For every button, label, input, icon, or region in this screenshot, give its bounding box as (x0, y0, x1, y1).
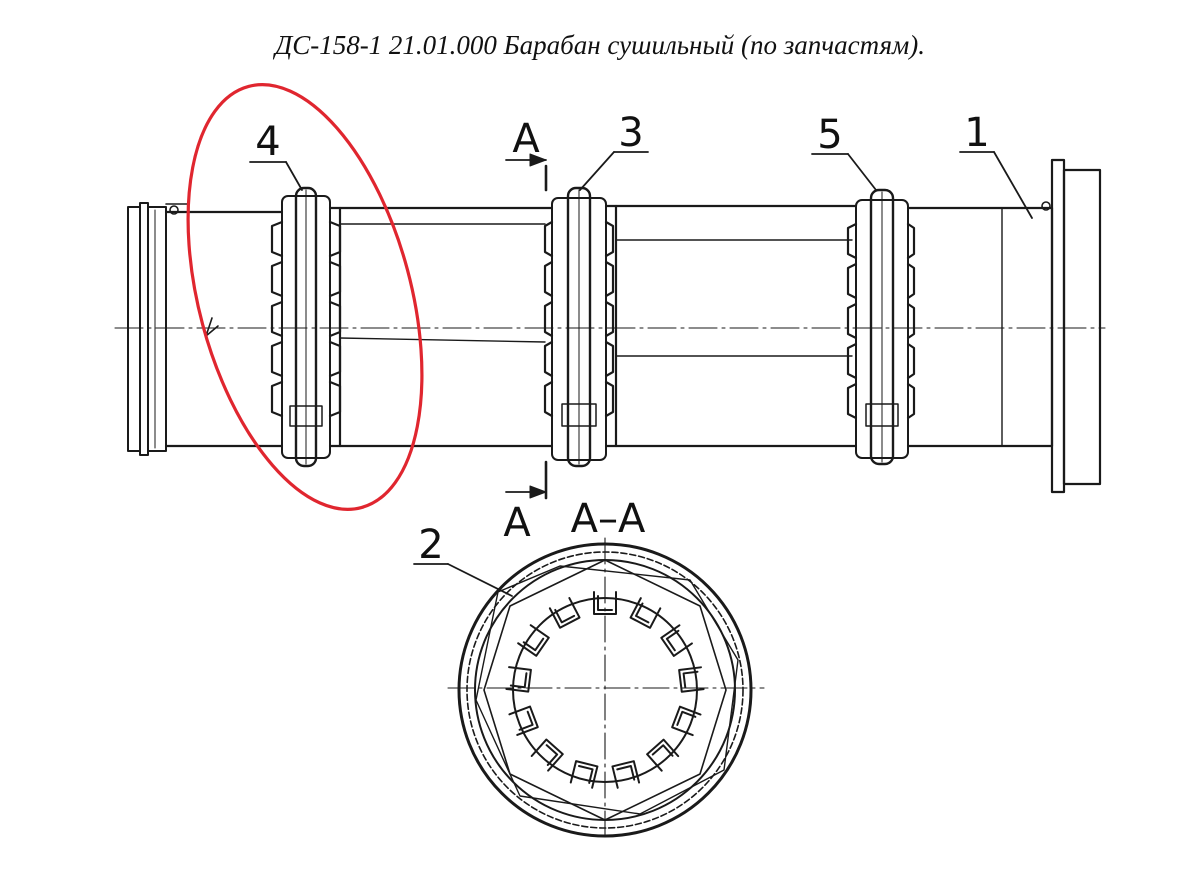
section-mark-bottom: A (503, 500, 531, 546)
section-title: A–A (571, 496, 646, 542)
section-mark-top: A (512, 116, 540, 162)
bandage-ring-middle (543, 186, 615, 468)
bandage-ring-right (846, 188, 916, 466)
part-label-2: 2 (418, 522, 443, 568)
drum-side-view (114, 158, 1106, 494)
part-label-4: 4 (255, 119, 280, 165)
part-label-1: 1 (964, 110, 989, 156)
section-aa-view (447, 537, 765, 841)
section-cut-line (505, 153, 548, 500)
drawing-title: ДС-158-1 21.01.000 Барабан сушильный (по… (275, 30, 925, 60)
part-label-5: 5 (817, 112, 842, 158)
part-label-3: 3 (618, 110, 643, 156)
highlight-ellipse (186, 83, 424, 511)
lifter-blades (505, 591, 705, 789)
bandage-ring-left (270, 186, 342, 468)
